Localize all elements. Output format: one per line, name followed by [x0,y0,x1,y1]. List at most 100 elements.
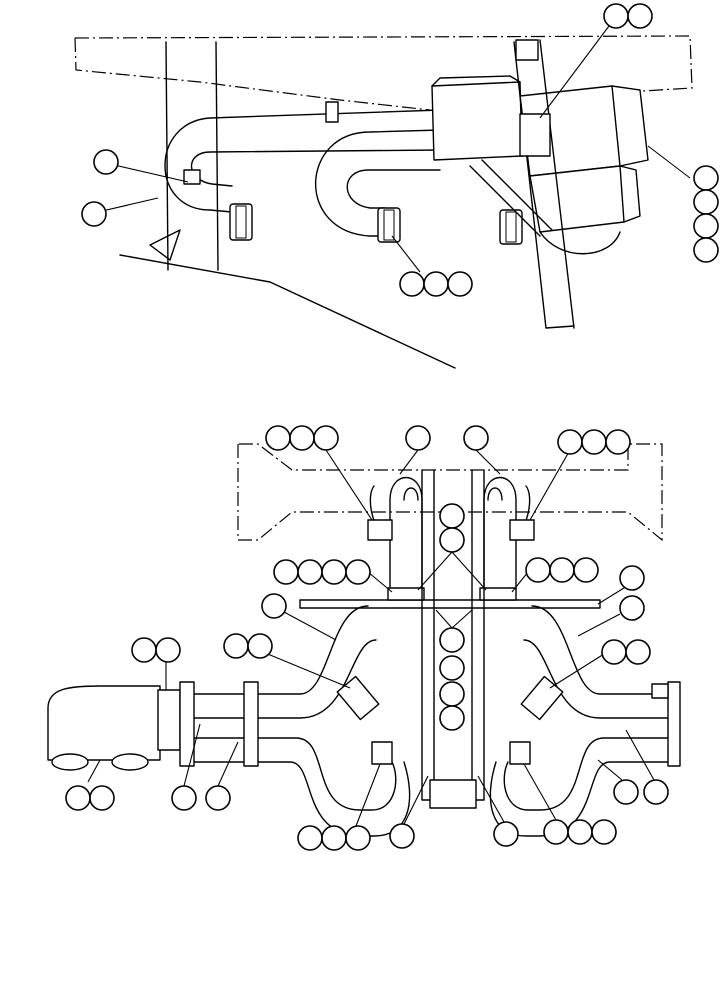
callout-circle [155,637,181,663]
callout-circle [543,819,569,845]
left-muffler-outlet-2 [111,753,149,771]
left-muffler [47,685,161,761]
leader-bottom-mid-right [523,763,557,821]
leader-bottom-right-1 [597,759,623,781]
top-view-callouts [65,425,669,851]
left-coupling-band [235,205,247,239]
leader-left-row [367,571,393,593]
right-elbow-coupling [509,519,535,541]
muffler-box [431,81,523,161]
callout-circle [273,559,299,585]
callout-circle [321,825,347,851]
callout-circle [549,557,575,583]
leader-bottom-left-1 [87,759,101,783]
callout-circle [439,627,465,653]
right-bracket [479,587,517,601]
callout-circle [405,425,431,451]
callout-circle [439,705,465,731]
frame-outline [237,443,663,542]
callout-circle [345,825,371,851]
stack-cap [515,39,539,61]
canister-seam-2 [619,165,625,223]
callout-circle [557,429,583,455]
leader-right-2 [577,613,621,637]
left-clamp-2 [243,681,259,767]
leader-5 [391,235,421,273]
callout-circle [447,271,473,297]
crossbar [299,599,601,609]
callout-circle [297,559,323,585]
callout-circle [603,3,629,29]
leader-top-right [529,449,571,521]
callout-circle [567,819,593,845]
right-clamp [667,681,681,767]
side-view [74,35,693,369]
leader-bottom-center-left [403,775,429,825]
leader-bottom-center-right [477,775,505,823]
left-bracket [387,587,425,601]
callout-circle [619,565,645,591]
callout-circle [345,559,371,585]
leader-2 [109,163,189,183]
callout-circle [693,165,719,191]
left-u-pipe [164,109,441,213]
right-flex-joint [520,675,564,721]
left-muffler-outlet-1 [51,753,89,771]
leader-left-2 [257,649,351,689]
support-strut [469,159,553,237]
callout-circle [265,425,291,451]
muffler-top [431,75,521,87]
clamp-bracket [183,169,201,185]
leader-left-1 [283,611,337,641]
leader-bottom-right-2 [625,729,655,781]
callout-circle [493,821,519,847]
left-riser [389,476,423,591]
callout-circle [89,785,115,811]
left-elbow-coupling [367,519,393,541]
callout-circle [463,425,489,451]
callout-circle [65,785,91,811]
callout-circle [297,825,323,851]
leader-1 [539,21,613,119]
leader-3 [97,197,159,213]
callout-circle [581,429,607,455]
left-pipe-upper [187,605,377,719]
callout-circle [247,633,273,659]
middle-coupling-band [383,209,395,241]
callout-circle [605,429,631,455]
leader-bottom-left-2 [183,723,201,787]
callout-circle [423,271,449,297]
callout-circle [439,655,465,681]
callout-circle [627,3,653,29]
callout-circle [439,527,465,553]
callout-circle [171,785,197,811]
leader-center-mid [435,609,473,629]
middle-coupling [377,207,401,243]
center-channel [421,469,485,801]
leader-right-1 [597,587,625,605]
callout-circle [693,213,719,239]
sensor-boss [325,101,339,123]
callout-circle [525,557,551,583]
vertical-post [165,41,219,271]
canister-seam-1 [611,85,621,167]
right-pipe-upper [523,605,669,719]
stack-pipe [513,39,575,329]
callout-circle [131,637,157,663]
chassis-line [119,254,456,369]
callout-circle [93,149,119,175]
callout-circle [625,639,651,665]
right-pipe-lower [489,737,669,837]
callout-circle [81,201,107,227]
right-lower-coupling [509,741,531,765]
leader-top-mid-right [475,449,501,475]
callout-circle [643,779,669,805]
left-flex-joint [336,675,380,721]
callout-circle [693,237,719,263]
callout-circle [619,595,645,621]
leader-right-row [511,571,529,593]
stack-flex-joint [519,113,551,157]
leader-top-left [325,449,373,521]
callout-circle [573,557,599,583]
leader-right-3 [549,653,605,689]
